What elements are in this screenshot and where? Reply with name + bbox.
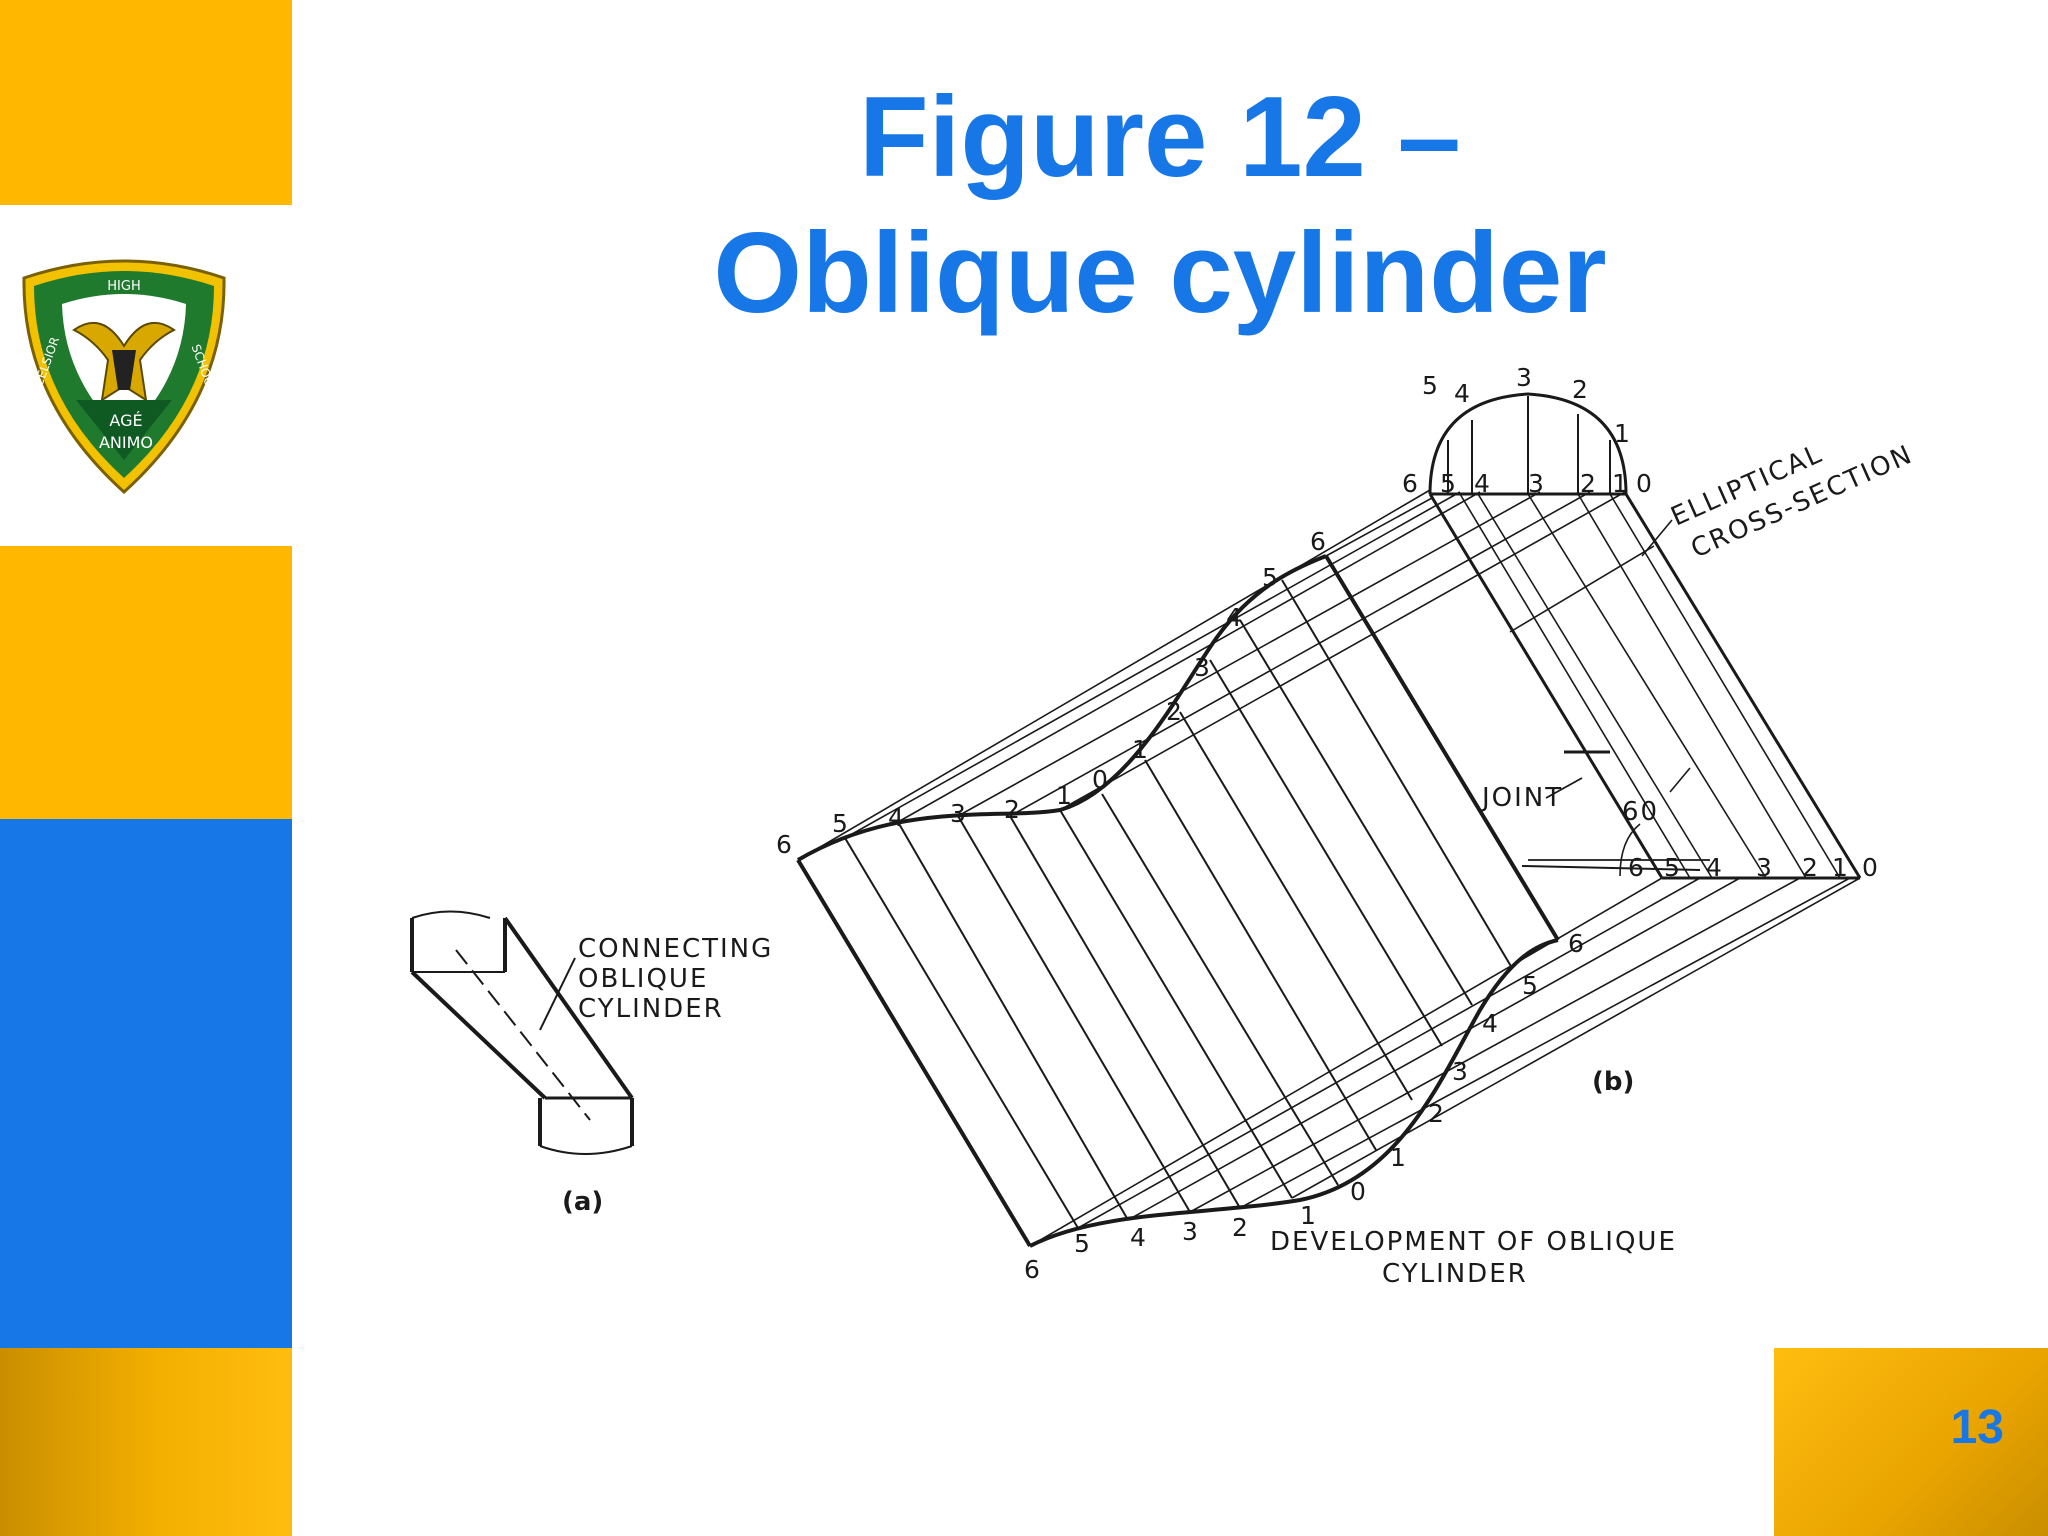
svg-text:0: 0 [1636,469,1652,498]
left-band-gold-top [0,0,292,205]
svg-text:4: 4 [1706,853,1722,882]
svg-text:6: 6 [1628,853,1644,882]
svg-text:2: 2 [1428,1099,1444,1128]
left-band-gold-middle [0,546,292,819]
angle-label: 60 [1622,797,1659,827]
svg-text:1: 1 [1056,781,1072,810]
svg-text:2: 2 [1580,469,1596,498]
svg-text:5: 5 [1440,469,1456,498]
svg-text:1: 1 [1300,1201,1316,1230]
figure-a-label-line-2: OBLIQUE [578,964,708,994]
svg-text:3: 3 [1182,1217,1198,1246]
title-line-1: Figure 12 – [859,74,1461,201]
svg-text:1: 1 [1612,469,1628,498]
logo-motto-line-1: AGÉ [109,411,142,430]
figure-b-caption: (b) [1592,1067,1634,1097]
svg-text:3: 3 [1452,1057,1468,1086]
svg-text:1: 1 [1132,735,1148,764]
svg-text:6: 6 [1310,527,1326,556]
svg-text:3: 3 [1528,469,1544,498]
svg-text:2: 2 [1802,853,1818,882]
svg-text:3: 3 [1756,853,1772,882]
svg-text:5: 5 [1262,563,1278,592]
svg-text:4: 4 [1474,469,1490,498]
development-label-line-1: DEVELOPMENT OF OBLIQUE [1270,1227,1677,1257]
svg-text:0: 0 [1862,853,1878,882]
school-crest-logo: HIGH EXCELSIOR SCHOOL AGÉ ANIMO [22,259,226,495]
svg-text:5: 5 [1422,371,1438,400]
left-band-gold-bottom [0,1348,292,1536]
figure-a-label-line-1: CONNECTING [578,934,773,964]
svg-text:4: 4 [888,803,904,832]
title-line-2: Oblique cylinder [713,210,1607,337]
figure-a-caption: (a) [562,1187,603,1217]
corner-block [1774,1348,2048,1536]
svg-text:6: 6 [776,830,792,859]
joint-label: JOINT [1480,783,1563,813]
svg-text:4: 4 [1130,1223,1146,1252]
figure-a-label-line-3: CYLINDER [578,994,724,1024]
svg-text:3: 3 [1194,653,1210,682]
figure-b-development [796,392,1862,1248]
svg-text:2: 2 [1004,795,1020,824]
svg-text:4: 4 [1482,1009,1498,1038]
svg-text:6: 6 [1568,929,1584,958]
logo-text-top: HIGH [107,279,140,294]
slide-title: Figure 12 – Oblique cylinder [560,70,1760,342]
left-band-blue [0,819,292,1348]
figure-a-sketch [410,910,634,1155]
svg-text:1: 1 [1390,1143,1406,1172]
svg-text:6: 6 [1402,469,1418,498]
svg-text:2: 2 [1166,697,1182,726]
svg-text:6: 6 [1024,1255,1040,1284]
svg-text:2: 2 [1572,375,1588,404]
svg-text:5: 5 [1522,971,1538,1000]
svg-text:2: 2 [1232,1213,1248,1242]
svg-text:3: 3 [950,799,966,828]
logo-motto-line-2: ANIMO [99,433,153,452]
page-number: 13 [1950,1401,2004,1454]
svg-text:4: 4 [1454,379,1470,408]
svg-text:5: 5 [1074,1229,1090,1258]
svg-text:5: 5 [832,809,848,838]
development-label-line-2: CYLINDER [1382,1259,1528,1289]
svg-text:5: 5 [1664,853,1680,882]
svg-text:0: 0 [1092,765,1108,794]
svg-text:3: 3 [1516,363,1532,392]
svg-text:4: 4 [1226,603,1242,632]
svg-text:0: 0 [1350,1177,1366,1206]
svg-text:1: 1 [1614,419,1630,448]
svg-text:1: 1 [1832,853,1848,882]
